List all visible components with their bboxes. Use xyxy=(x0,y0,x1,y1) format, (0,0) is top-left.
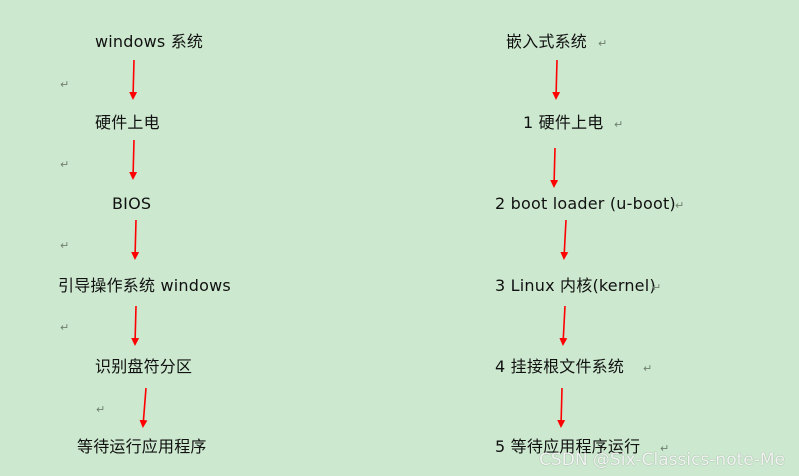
right-step-1: 嵌入式系统 xyxy=(506,32,588,51)
paragraph-mark: ↵ xyxy=(60,239,70,252)
left-step-1: windows 系统 xyxy=(95,32,204,51)
right-step-6: 5 等待应用程序运行 xyxy=(495,437,641,456)
left-flow-arrow xyxy=(129,139,138,180)
left-flow-arrow xyxy=(131,305,140,346)
paragraph-mark: ↵ xyxy=(60,321,70,334)
paragraph-mark: ↵ xyxy=(598,37,608,50)
paragraph-mark: ↵ xyxy=(614,118,624,131)
paragraph-mark: ↵ xyxy=(60,78,70,91)
left-step-2: 硬件上电 xyxy=(95,113,160,132)
paragraph-mark: ↵ xyxy=(675,199,685,212)
left-step-4: 引导操作系统 windows xyxy=(58,276,231,295)
right-step-3: 2 boot loader (u-boot) xyxy=(495,194,676,213)
paragraph-mark: ↵ xyxy=(660,442,670,455)
left-step-5: 识别盘符分区 xyxy=(95,357,193,376)
right-step-4: 3 Linux 内核(kernel) xyxy=(495,276,656,295)
right-flow-arrow xyxy=(557,387,566,428)
right-flow-arrow xyxy=(550,147,559,188)
right-step-5: 4 挂接根文件系统 xyxy=(495,357,625,376)
right-step-2: 1 硬件上电 xyxy=(523,113,604,132)
left-flow-arrow xyxy=(129,59,138,100)
paragraph-mark: ↵ xyxy=(643,362,653,375)
left-flow-arrow xyxy=(139,387,148,428)
right-flow-arrow xyxy=(559,305,568,346)
left-step-6: 等待运行应用程序 xyxy=(77,437,207,456)
watermark: CSDN @Six-Classics-note-Me xyxy=(539,450,785,470)
right-flow-arrow xyxy=(552,59,561,100)
right-flow-arrow xyxy=(560,219,569,260)
paragraph-mark: ↵ xyxy=(652,281,662,294)
paragraph-mark: ↵ xyxy=(60,158,70,171)
paragraph-mark: ↵ xyxy=(96,403,106,416)
left-step-3: BIOS xyxy=(112,194,152,213)
left-flow-arrow xyxy=(131,219,140,260)
